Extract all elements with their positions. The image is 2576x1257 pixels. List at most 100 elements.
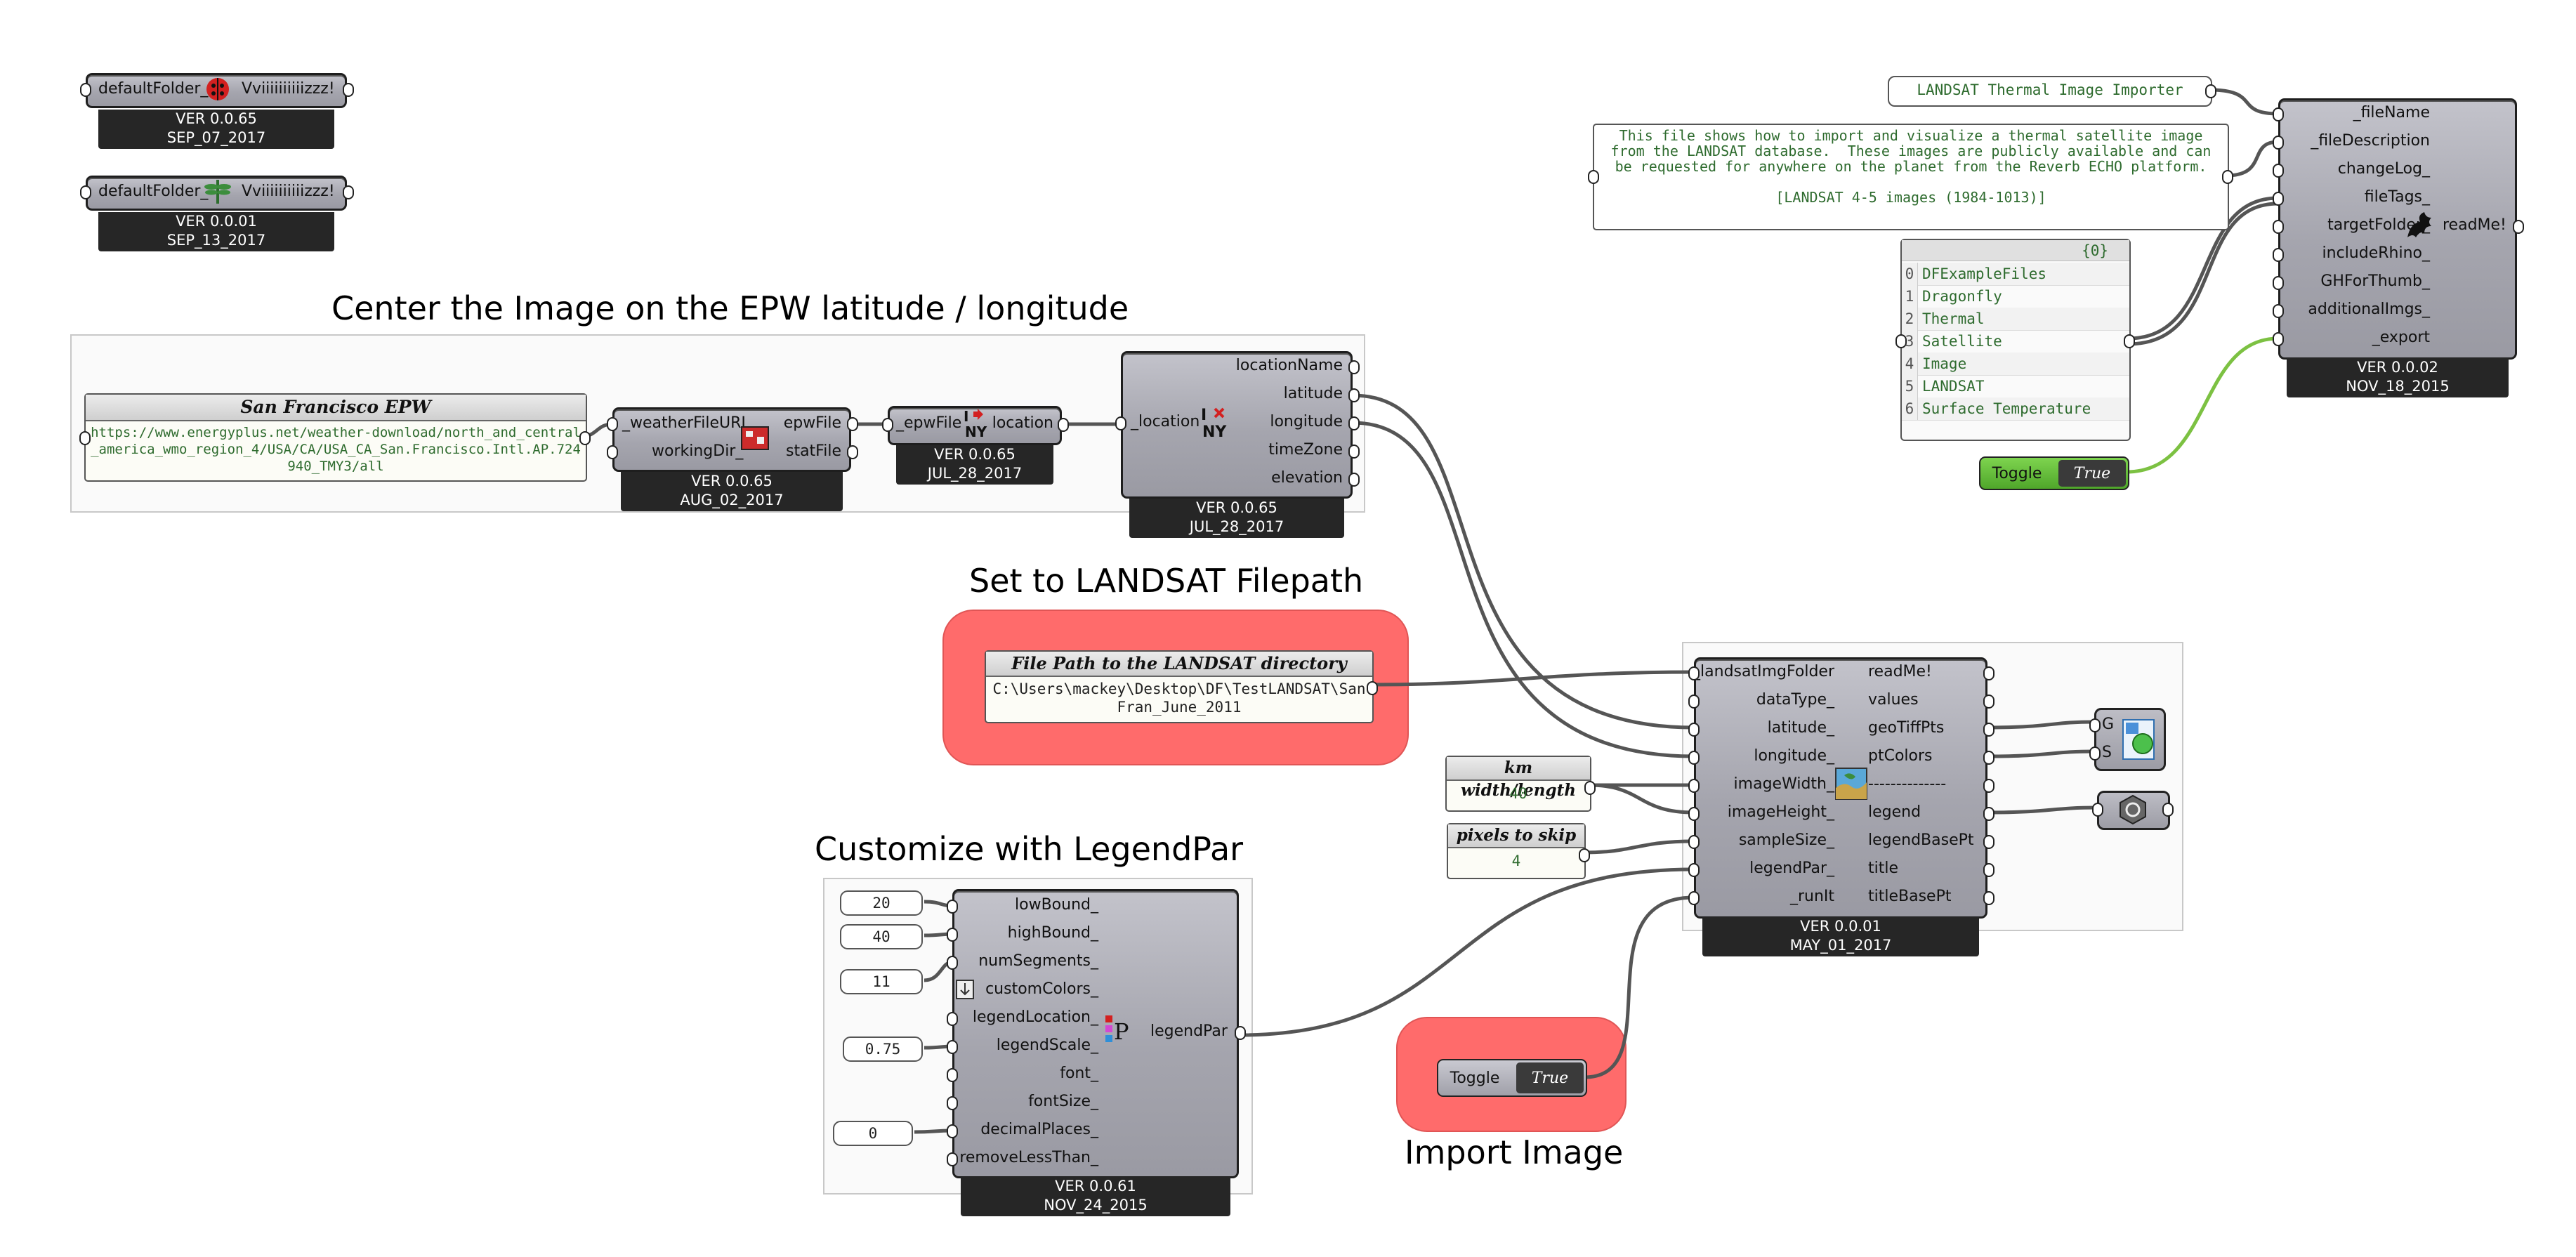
file-name-text: LANDSAT Thermal Image Importer: [1917, 81, 2183, 98]
input-port[interactable]: [947, 956, 958, 970]
input-port[interactable]: [882, 418, 893, 432]
landsat-importer-node[interactable]: _landsatImgFolder dataType_ latitude_ lo…: [1688, 657, 1995, 956]
wire-toggle-to-export: [2126, 336, 2279, 474]
input-port[interactable]: [1688, 779, 1700, 793]
num-segments-input[interactable]: 11: [840, 969, 923, 994]
output-port[interactable]: [2124, 334, 2135, 348]
df-version-node-1[interactable]: defaultFolder_ Vviiiiiiiiiizzz! VER 0.0.…: [80, 73, 354, 150]
input-port[interactable]: [947, 928, 958, 942]
high-bound-input[interactable]: 40: [840, 924, 923, 949]
input-port[interactable]: [607, 417, 618, 431]
input-port[interactable]: [2273, 304, 2284, 318]
input-port[interactable]: [607, 445, 618, 459]
input-port[interactable]: [2273, 107, 2284, 121]
input-port[interactable]: [1688, 863, 1700, 877]
output-port[interactable]: [1579, 848, 1590, 862]
output-port[interactable]: [343, 83, 354, 97]
output-port[interactable]: [1348, 416, 1360, 430]
input-port[interactable]: [2273, 192, 2284, 206]
output-port[interactable]: [1348, 360, 1360, 374]
output-port[interactable]: [2205, 84, 2216, 98]
epw-url-panel[interactable]: San Francisco EPW https://www.energyplus…: [79, 393, 591, 482]
custom-preview-node[interactable]: G S: [2089, 708, 2166, 771]
input-port[interactable]: [2273, 136, 2284, 150]
input-port[interactable]: [2273, 276, 2284, 290]
output-port[interactable]: [579, 431, 591, 445]
legend-par-node[interactable]: lowBound_ highBound_ numSegments_ custom…: [947, 889, 1246, 1216]
decimal-places-input[interactable]: 0: [833, 1121, 913, 1146]
output-port[interactable]: [1983, 779, 1995, 793]
output-port[interactable]: [1983, 807, 1995, 821]
output-port[interactable]: [1983, 751, 1995, 765]
input-port[interactable]: [1688, 751, 1700, 765]
input-port[interactable]: [1688, 666, 1700, 680]
input-port[interactable]: [947, 900, 958, 914]
file-name-panel[interactable]: LANDSAT Thermal Image Importer: [1888, 76, 2216, 107]
toggle-value[interactable]: True: [2058, 460, 2126, 487]
toggle-value[interactable]: True: [1516, 1062, 1584, 1093]
input-port[interactable]: [79, 431, 91, 445]
output-port[interactable]: [847, 417, 858, 431]
output-port[interactable]: [1348, 388, 1360, 402]
output-port[interactable]: [1983, 666, 1995, 680]
output-port[interactable]: [1983, 835, 1995, 849]
output-port[interactable]: [1983, 891, 1995, 905]
file-description-panel[interactable]: This file shows how to import and visual…: [1588, 124, 2233, 230]
input-port[interactable]: [1588, 170, 1599, 184]
input-port[interactable]: [2089, 718, 2101, 732]
input-port[interactable]: [2273, 164, 2284, 178]
input-port[interactable]: [80, 185, 91, 199]
input-port[interactable]: [1688, 891, 1700, 905]
output-port[interactable]: [1058, 418, 1069, 432]
output-port[interactable]: [1584, 781, 1596, 795]
output-port[interactable]: [847, 445, 858, 459]
input-port[interactable]: [947, 1096, 958, 1110]
input-port[interactable]: [2273, 220, 2284, 234]
input-port[interactable]: [1688, 835, 1700, 849]
output-port[interactable]: [1348, 445, 1360, 459]
import-toggle[interactable]: Toggle True: [1437, 1059, 1587, 1097]
input-port[interactable]: [1688, 723, 1700, 737]
input-port[interactable]: [2092, 803, 2103, 817]
version-label: VER 0.0.65: [176, 110, 257, 127]
output-port[interactable]: [2222, 170, 2233, 184]
export-toggle[interactable]: Toggle True: [1979, 456, 2129, 490]
output-port[interactable]: [1983, 695, 1995, 709]
input-port[interactable]: [1895, 334, 1907, 348]
input-port[interactable]: [2089, 746, 2101, 761]
input-label-change-log: changeLog_: [2337, 160, 2430, 178]
landsat-filepath-panel[interactable]: File Path to the LANDSAT directory C:\Us…: [985, 650, 1378, 723]
output-port[interactable]: [1235, 1026, 1246, 1040]
input-port[interactable]: [947, 1068, 958, 1082]
input-port[interactable]: [947, 1012, 958, 1026]
output-port[interactable]: [343, 185, 354, 199]
input-port[interactable]: [947, 1152, 958, 1166]
version-label: VER 0.0.65: [1196, 499, 1277, 516]
pixels-skip-panel[interactable]: pixels to skip 4: [1447, 823, 1590, 879]
geometry-param-node[interactable]: [2092, 791, 2174, 830]
download-weather-node[interactable]: _weatherFileURL workingDir_ epwFile stat…: [607, 407, 858, 511]
output-port[interactable]: [1348, 473, 1360, 487]
output-port[interactable]: [1983, 723, 1995, 737]
low-bound-input[interactable]: 20: [840, 890, 923, 916]
input-port[interactable]: [2273, 248, 2284, 262]
input-port[interactable]: [80, 83, 91, 97]
output-port[interactable]: [2162, 803, 2174, 817]
export-example-node[interactable]: _fileName _fileDescription changeLog_ fi…: [2273, 98, 2524, 397]
legend-scale-input[interactable]: 0.75: [843, 1036, 923, 1062]
output-port[interactable]: [2513, 220, 2524, 234]
input-port[interactable]: [1688, 807, 1700, 821]
input-port[interactable]: [2273, 332, 2284, 346]
output-port[interactable]: [1983, 863, 1995, 877]
input-port[interactable]: [947, 1040, 958, 1054]
input-port[interactable]: [1115, 416, 1126, 430]
input-port[interactable]: [1688, 695, 1700, 709]
input-label-sample-size: sampleSize_: [1738, 831, 1834, 849]
output-port[interactable]: [1367, 681, 1378, 695]
df-version-node-2[interactable]: defaultFolder_ Vviiiiiiiiiizzz! VER 0.0.…: [80, 176, 354, 253]
input-port[interactable]: [947, 1124, 958, 1138]
km-width-panel[interactable]: km width/length 40: [1445, 756, 1596, 812]
